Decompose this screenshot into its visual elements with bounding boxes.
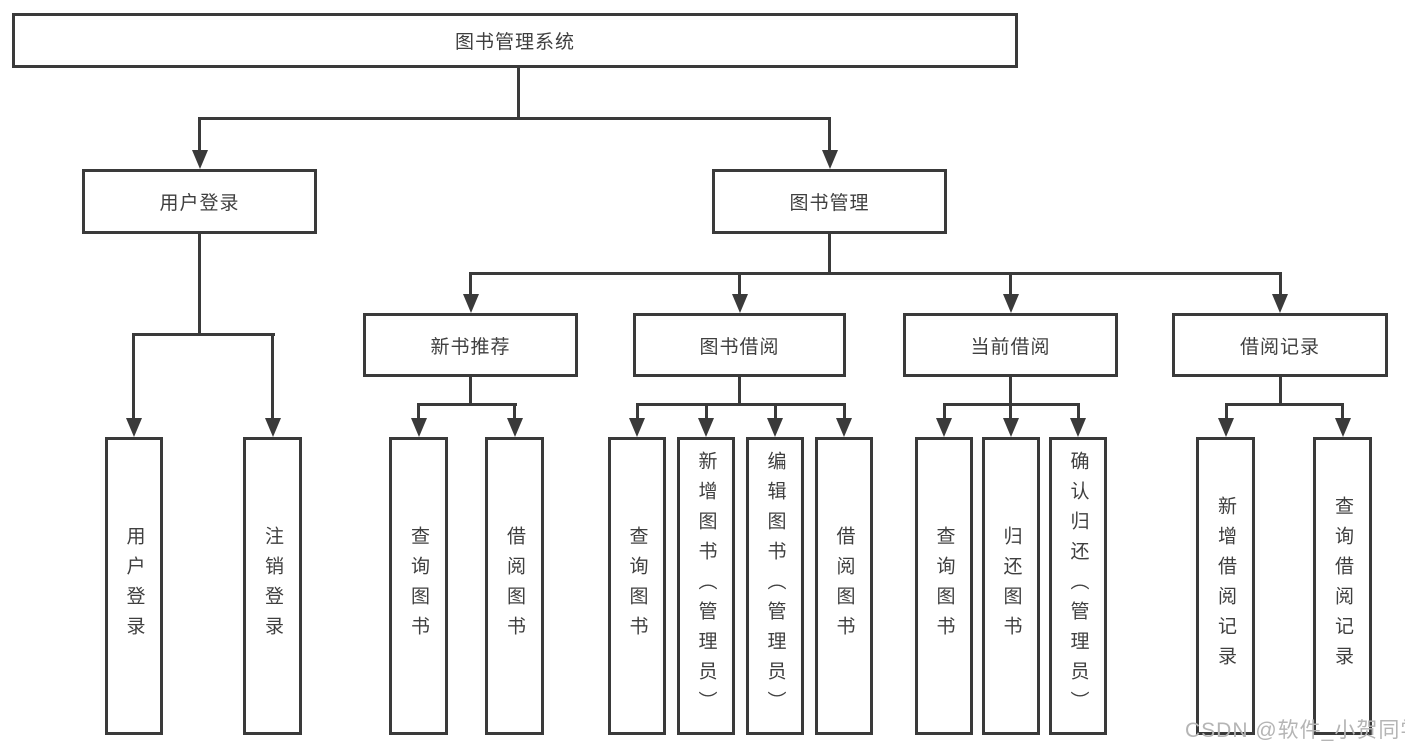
connector-line xyxy=(198,117,831,120)
node-leaf-query-books-borrowing-label: 查询图书 xyxy=(626,526,648,646)
node-book-borrowing: 图书借阅 xyxy=(633,313,846,377)
connector-line xyxy=(828,234,831,275)
arrow-down-icon xyxy=(698,418,714,437)
connector-line xyxy=(774,403,777,421)
arrow-down-icon xyxy=(822,150,838,169)
node-leaf-confirm-return-admin-label: 确认归还（管理员） xyxy=(1067,451,1089,721)
node-user-login-group-label: 用户登录 xyxy=(159,193,240,214)
node-leaf-borrow-books-label: 借阅图书 xyxy=(833,526,855,646)
node-leaf-add-books-admin: 新增图书（管理员） xyxy=(677,437,735,735)
node-borrowing-records-label: 借阅记录 xyxy=(1239,336,1320,358)
node-leaf-return-books: 归还图书 xyxy=(982,437,1040,735)
node-leaf-query-borrow-record: 查询借阅记录 xyxy=(1313,437,1372,735)
connector-line xyxy=(1009,377,1012,405)
node-leaf-edit-books-admin: 编辑图书（管理员） xyxy=(746,437,804,735)
connector-line xyxy=(1279,272,1282,297)
connector-line xyxy=(1009,272,1012,297)
node-borrowing-records: 借阅记录 xyxy=(1172,313,1388,377)
connector-line xyxy=(1341,403,1344,421)
connector-line xyxy=(843,403,846,421)
node-leaf-borrow-books: 借阅图书 xyxy=(815,437,873,735)
node-library-management-system-label: 图书管理系统 xyxy=(454,32,575,53)
node-leaf-borrow-books-recommend-label: 借阅图书 xyxy=(504,526,525,646)
node-leaf-add-borrow-record-label: 新增借阅记录 xyxy=(1215,496,1236,676)
node-leaf-query-books-recommend-label: 查询图书 xyxy=(408,526,429,646)
node-new-book-recommend: 新书推荐 xyxy=(363,313,578,377)
node-book-management-group: 图书管理 xyxy=(712,169,947,234)
connector-line xyxy=(417,403,420,421)
connector-line xyxy=(1009,403,1012,421)
connector-line xyxy=(1279,377,1282,405)
node-leaf-borrow-books-recommend: 借阅图书 xyxy=(485,437,544,735)
node-leaf-query-books-recommend: 查询图书 xyxy=(389,437,448,735)
connector-line xyxy=(513,403,516,421)
connector-line xyxy=(738,377,741,405)
node-book-management-group-label: 图书管理 xyxy=(789,193,870,214)
connector-line xyxy=(1225,403,1344,406)
arrow-down-icon xyxy=(1003,418,1019,437)
connector-line xyxy=(132,333,275,336)
arrow-down-icon xyxy=(936,418,952,437)
node-leaf-edit-books-admin-label: 编辑图书（管理员） xyxy=(764,451,786,721)
arrow-down-icon xyxy=(732,294,748,313)
connector-line xyxy=(828,117,831,153)
node-leaf-query-books-current: 查询图书 xyxy=(915,437,973,735)
node-leaf-user-login: 用户登录 xyxy=(105,437,163,735)
connector-line xyxy=(132,333,135,421)
connector-line xyxy=(1225,403,1228,421)
csdn-watermark: CSDN @软件_小贺同学 xyxy=(1185,719,1405,742)
node-leaf-user-login-label: 用户登录 xyxy=(123,526,145,646)
arrow-down-icon xyxy=(1335,418,1351,437)
connector-line xyxy=(469,377,472,405)
node-leaf-add-borrow-record: 新增借阅记录 xyxy=(1196,437,1255,735)
node-leaf-return-books-label: 归还图书 xyxy=(1000,526,1022,646)
connector-line xyxy=(469,272,472,297)
arrow-down-icon xyxy=(629,418,645,437)
node-new-book-recommend-label: 新书推荐 xyxy=(430,336,511,358)
node-leaf-logout: 注销登录 xyxy=(243,437,302,735)
connector-line xyxy=(738,272,741,297)
arrow-down-icon xyxy=(836,418,852,437)
node-leaf-logout-label: 注销登录 xyxy=(262,526,283,646)
connector-line xyxy=(198,117,201,153)
node-leaf-query-books-borrowing: 查询图书 xyxy=(608,437,666,735)
arrow-down-icon xyxy=(126,418,142,437)
node-leaf-query-books-current-label: 查询图书 xyxy=(933,526,955,646)
node-user-login-group: 用户登录 xyxy=(82,169,317,234)
arrow-down-icon xyxy=(192,150,208,169)
connector-line xyxy=(636,403,846,406)
node-leaf-add-books-admin-label: 新增图书（管理员） xyxy=(695,451,717,721)
node-current-borrowing: 当前借阅 xyxy=(903,313,1118,377)
arrow-down-icon xyxy=(1070,418,1086,437)
connector-line xyxy=(198,234,201,336)
arrow-down-icon xyxy=(1003,294,1019,313)
connector-line xyxy=(271,333,274,421)
arrow-down-icon xyxy=(507,418,523,437)
arrow-down-icon xyxy=(265,418,281,437)
node-current-borrowing-label: 当前借阅 xyxy=(970,336,1051,358)
node-book-borrowing-label: 图书借阅 xyxy=(699,336,780,358)
connector-line xyxy=(1077,403,1080,421)
arrow-down-icon xyxy=(1218,418,1234,437)
connector-line xyxy=(636,403,639,421)
connector-line xyxy=(417,403,517,406)
node-leaf-query-borrow-record-label: 查询借阅记录 xyxy=(1332,496,1353,676)
connector-line xyxy=(705,403,708,421)
arrow-down-icon xyxy=(411,418,427,437)
connector-line xyxy=(943,403,946,421)
connector-line xyxy=(517,68,520,118)
arrow-down-icon xyxy=(1272,294,1288,313)
arrow-down-icon xyxy=(463,294,479,313)
connector-line xyxy=(469,272,1282,275)
arrow-down-icon xyxy=(767,418,783,437)
node-leaf-confirm-return-admin: 确认归还（管理员） xyxy=(1049,437,1107,735)
node-library-management-system: 图书管理系统 xyxy=(12,13,1018,68)
